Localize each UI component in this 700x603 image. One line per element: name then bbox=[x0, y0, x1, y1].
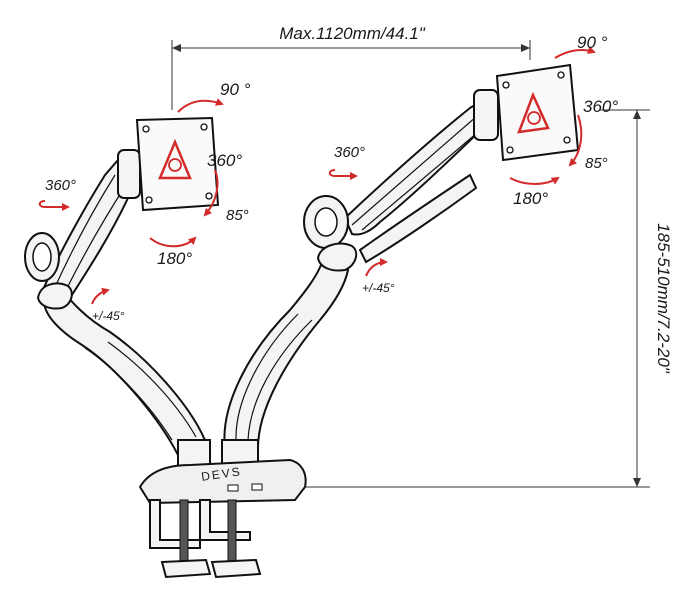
right-pan-arrow bbox=[509, 176, 560, 185]
brand-logo-text: DEVS bbox=[200, 464, 242, 484]
right-tilt-down-arrow bbox=[568, 114, 583, 167]
right-joint-label: +/-45° bbox=[362, 281, 395, 295]
right-tilt-up-label: 90 ° bbox=[577, 33, 608, 52]
desk-clamp-base bbox=[138, 439, 307, 579]
left-swivel-label: 360° bbox=[45, 177, 76, 194]
left-vesa-plate bbox=[135, 116, 220, 212]
right-pan-label: 180° bbox=[513, 189, 548, 208]
left-motion-arrows bbox=[38, 98, 224, 305]
left-tilt-up-arrow bbox=[177, 98, 224, 113]
right-arm bbox=[223, 89, 502, 449]
left-arm bbox=[24, 149, 210, 457]
max-width-dimension bbox=[171, 40, 531, 110]
left-rotate-label: 360° bbox=[207, 151, 242, 170]
left-joint-arrow bbox=[91, 287, 110, 305]
right-tilt-down-label: 85° bbox=[585, 155, 608, 172]
right-vesa-plate bbox=[495, 63, 580, 162]
left-joint-label: +/-45° bbox=[92, 309, 125, 323]
right-swivel-label: 360° bbox=[334, 144, 365, 161]
right-motion-arrows bbox=[328, 46, 596, 277]
height-dimension bbox=[300, 109, 650, 488]
right-joint-arrow bbox=[365, 258, 388, 277]
right-tilt-up-arrow bbox=[554, 46, 596, 59]
left-pan-arrow bbox=[149, 236, 197, 248]
left-tilt-down-label: 85° bbox=[226, 207, 249, 224]
max-width-label: Max.1120mm/44.1" bbox=[279, 24, 426, 43]
left-pan-label: 180° bbox=[157, 249, 192, 268]
left-tilt-up-label: 90 ° bbox=[220, 80, 251, 99]
left-swivel-arrow bbox=[38, 200, 70, 211]
right-rotate-label: 360° bbox=[583, 97, 618, 116]
left-tilt-down-arrow bbox=[203, 169, 219, 217]
right-swivel-arrow bbox=[328, 169, 358, 180]
height-range-label: 185-510mm/7.2-20" bbox=[654, 223, 673, 374]
